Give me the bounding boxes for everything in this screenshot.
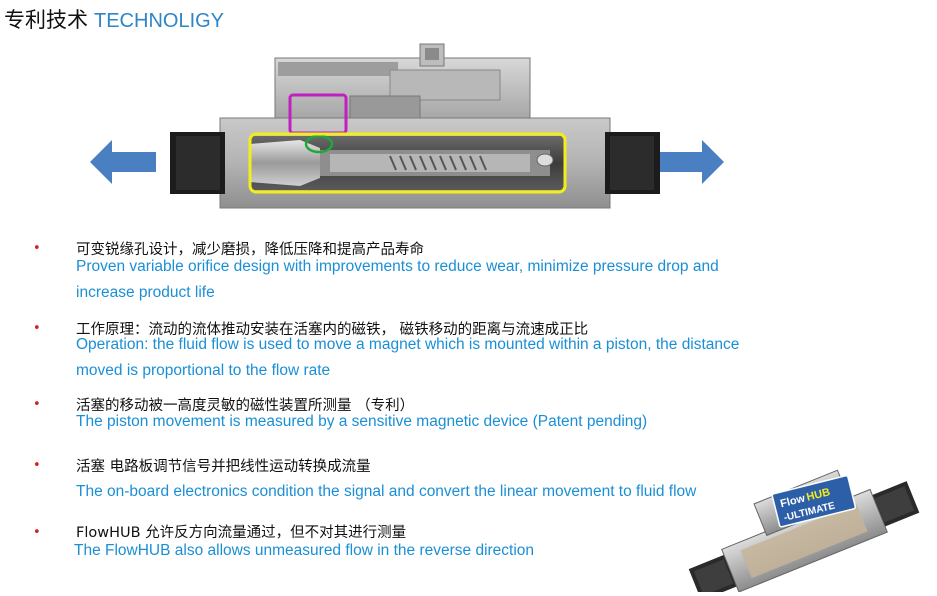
piston-highlight-box [248,132,567,194]
bullet-1-en-line-2: increase product life [76,284,215,301]
flowmeter-cross-section-diagram [90,43,724,209]
bullet-4-en-line-1: The on-board electronics condition the s… [76,483,697,500]
bullet-dot: • [33,241,41,256]
left-end-fitting [170,132,225,194]
left-flow-arrow-icon [90,140,156,184]
bullet-dot: • [33,525,41,540]
product-label-hub: HUB [805,486,831,503]
bullet-1-zh: 可变锐缘孔设计，减少磨损，降低压降和提高产品寿命 [76,242,424,258]
bullet-5-en-line-1: The FlowHUB also allows unmeasured flow … [74,542,535,559]
bullet-4-zh: 活塞 电路板调节信号并把线性运动转换成流量 [76,459,371,475]
product-label: FlowHUB -ULTIMATE [771,475,857,528]
magnet-highlight-ellipse [304,134,334,154]
product-label-flow: Flow [779,492,807,510]
bullet-3-zh: 活塞的移动被一高度灵敏的磁性装置所测量 （专利） [76,398,415,414]
electronics-housing [274,43,531,121]
bullet-2-zh: 工作原理：流动的流体推动安装在活塞内的磁铁， 磁铁移动的距离与流速成正比 [76,322,589,338]
flowhub-product-image: FlowHUB -ULTIMATE [688,469,920,592]
bullet-dot: • [33,321,41,336]
bullet-dot: • [33,458,41,473]
title-en: TECHNOLIGY [94,10,225,32]
bullet-2-en-line-2: moved is proportional to the flow rate [76,362,331,379]
page-title: 专利技术 TECHNOLIGY [4,4,224,34]
right-flow-arrow-icon [658,140,724,184]
bullet-2-en-line-1: Operation: the fluid flow is used to mov… [76,336,740,353]
svg-text:FlowHUB: FlowHUB [779,486,831,510]
piston-assembly [250,140,554,186]
bullet-1-en-line-1: Proven variable orifice design with impr… [76,258,719,275]
title-zh: 专利技术 [4,8,88,32]
bullet-5-zh: FlowHUB 允许反方向流量通过，但不对其进行测量 [76,525,407,541]
bullet-3-en-line-1: The piston movement is measured by a sen… [76,413,648,430]
right-end-fitting [605,132,660,194]
bullet-dot: • [33,397,41,412]
